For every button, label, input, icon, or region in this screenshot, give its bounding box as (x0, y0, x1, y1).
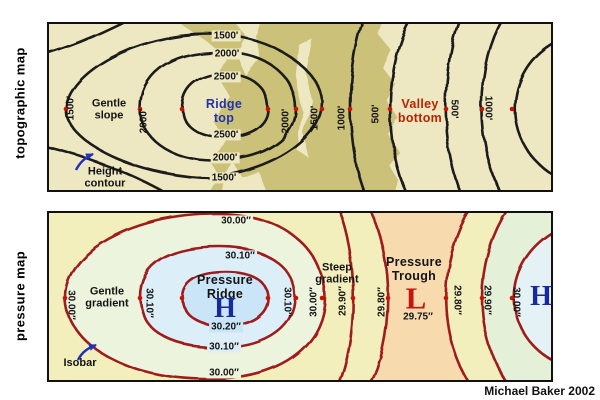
isobar-label-2990-trough-west: 29.90″ (337, 286, 349, 316)
contour-crossing-dots (63, 106, 515, 112)
credit: Michael Baker 2002 (484, 384, 595, 398)
ridge-top-label: Ridge top (205, 97, 243, 125)
isobar-arrow (76, 343, 97, 361)
pressure-ridge-label: Pressure Ridge (197, 273, 253, 301)
contour-label-2500-bottom: 2500' (211, 129, 241, 141)
high-marker-right: H (530, 281, 552, 312)
contour-label-1000-east: 1000' (336, 105, 348, 131)
contour-label-2000-bottom: 2000' (210, 152, 240, 164)
isobar-label-2980-trough-west: 29.80″ (376, 287, 388, 317)
isobar-label-3010-west: 30.10″ (143, 288, 155, 318)
isobar-label-3010-top: 30.10″ (223, 250, 257, 262)
contour-label-2000-east: 2000' (280, 108, 292, 134)
isobar-crossing-dots (62, 295, 515, 301)
isobar-callout-label: Isobar (63, 356, 97, 369)
contour-label-1500-top: 1500' (211, 30, 241, 42)
isobar-ovals (63, 212, 327, 381)
valley-bottom-label: Valley bottom (397, 97, 443, 125)
isobar-label-3000-trough-west: 30.00″ (308, 287, 320, 317)
height-contour-label: Height contour (84, 165, 126, 190)
height-contour-lines (47, 22, 553, 192)
low-marker: L (405, 280, 427, 316)
steep-gradient-label: Steep gradient (315, 261, 359, 286)
gentle-gradient-label: Gentle gradient (85, 285, 129, 310)
topo-valley-streaks (222, 22, 313, 192)
isobar-label-2980-trough-east: 29.80″ (451, 285, 463, 315)
isobar-label-3010-east: 30.10″ (281, 287, 293, 317)
contour-label-2500-top: 2500' (211, 71, 241, 83)
isobar-label-3020: 30.20″ (209, 321, 243, 333)
contour-label-500-east: 500' (370, 104, 382, 124)
contour-label-1000-right: 1000' (482, 95, 494, 121)
contour-label-1500-bottom: 1500' (209, 172, 239, 184)
isobar-label-3000-bottom: 30.00″ (207, 367, 241, 379)
trough-core-fill (370, 211, 469, 382)
topographic-map-canvas (47, 22, 553, 192)
contour-label-1500-east: 1500' (309, 105, 321, 131)
topo-slope-shading (178, 22, 399, 192)
high-marker: H (214, 293, 236, 324)
gentle-slope-label: Gentle slope (91, 97, 127, 122)
contour-label-2000-west: 2000' (138, 108, 150, 134)
contour-label-1500-west: 1500' (65, 95, 77, 121)
isobar-label-3000-west: 30.00″ (65, 290, 77, 320)
pressure-trough-label: Pressure Trough (386, 255, 442, 283)
pressure-map-title: pressure map (12, 250, 28, 342)
pressure-map-canvas (47, 211, 553, 382)
contour-label-2000-top: 2000' (212, 48, 242, 60)
topographic-map-title: topographic map (12, 47, 28, 159)
isobar-label-3000-east: 30.00″ (510, 287, 522, 317)
isobar-label-3010-bottom: 30.10″ (207, 341, 241, 353)
isobar-label-3000-top: 30.00″ (219, 215, 253, 227)
right-high-blue-fill (513, 232, 553, 360)
contour-label-500-right: 500' (448, 99, 460, 119)
isobar-label-2975: 29.75″ (401, 311, 435, 323)
isobar-label-2990-trough-east: 29.90″ (481, 285, 493, 315)
height-contour-arrow (74, 152, 94, 171)
